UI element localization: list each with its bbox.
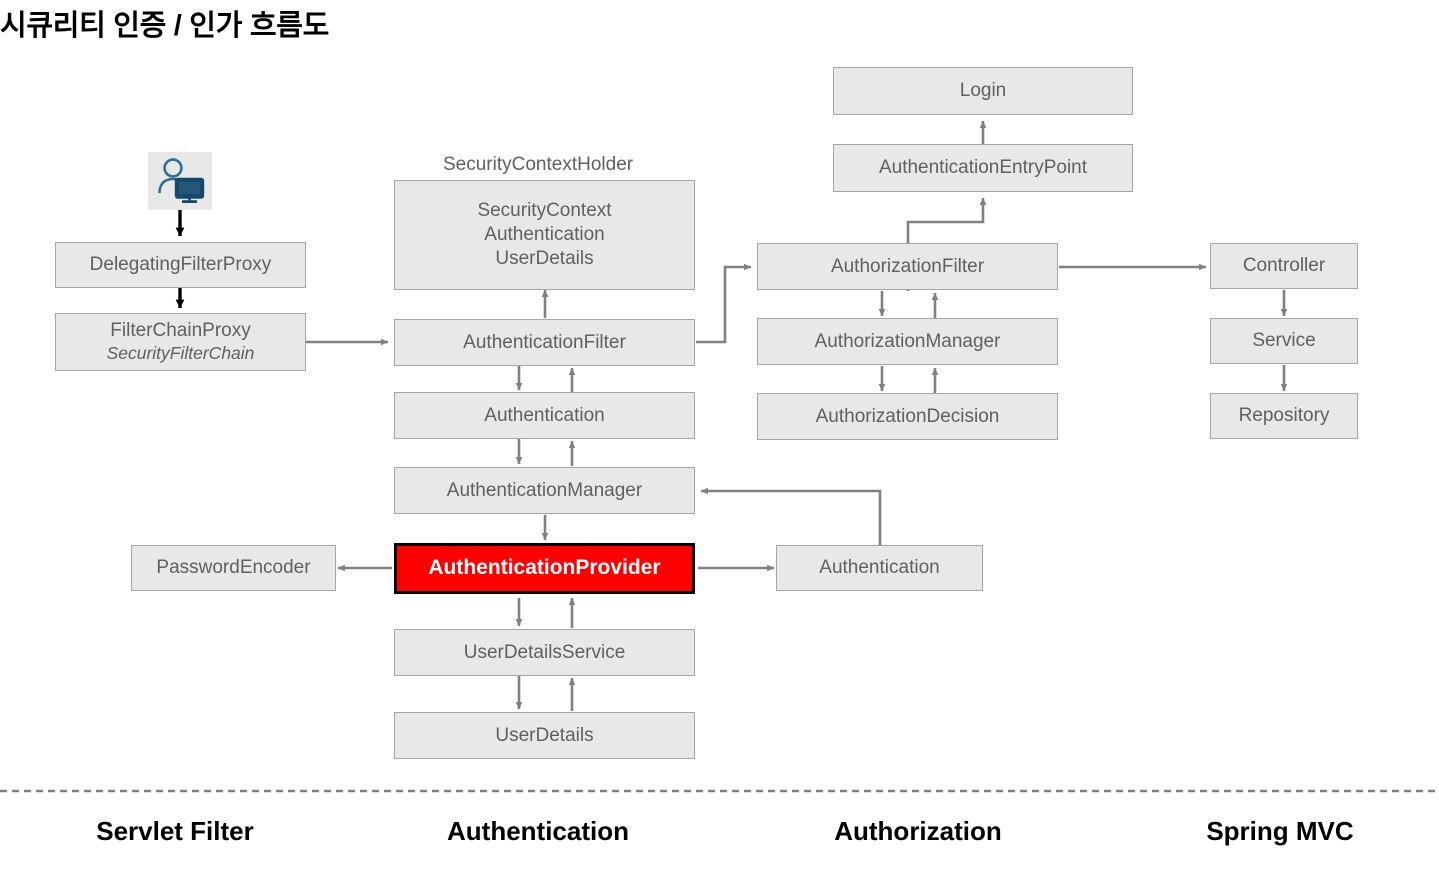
node-authentication-2[interactable]: Authentication bbox=[776, 545, 983, 591]
node-label: AuthenticationProvider bbox=[428, 556, 661, 580]
page-title: 시큐리티 인증 / 인가 흐름도 bbox=[0, 10, 329, 42]
node-user-details-service[interactable]: UserDetailsService bbox=[394, 629, 695, 676]
group-label-security-context-holder: SecurityContextHolder bbox=[443, 154, 634, 175]
node-authentication-provider[interactable]: AuthenticationProvider bbox=[394, 543, 695, 594]
node-authentication-filter[interactable]: AuthenticationFilter bbox=[394, 319, 695, 366]
node-filter-chain-proxy[interactable]: FilterChainProxy SecurityFilterChain bbox=[55, 313, 306, 371]
node-repository[interactable]: Repository bbox=[1210, 393, 1358, 439]
node-login[interactable]: Login bbox=[833, 67, 1133, 115]
security-context-line: UserDetails bbox=[495, 247, 594, 269]
node-label: Login bbox=[959, 80, 1007, 102]
node-authorization-decision[interactable]: AuthorizationDecision bbox=[757, 393, 1058, 440]
node-label: Authentication bbox=[484, 404, 605, 426]
user-at-computer-icon bbox=[158, 158, 205, 203]
node-label: AuthenticationManager bbox=[446, 479, 643, 501]
node-authentication-manager[interactable]: AuthenticationManager bbox=[394, 467, 695, 514]
node-label: Controller bbox=[1242, 255, 1326, 277]
node-label: UserDetailsService bbox=[463, 641, 626, 663]
node-authentication-1[interactable]: Authentication bbox=[394, 392, 695, 439]
node-authentication-entry-point[interactable]: AuthenticationEntryPoint bbox=[833, 144, 1133, 192]
node-label: AuthenticationEntryPoint bbox=[878, 157, 1088, 179]
node-security-context-block[interactable]: SecurityContext Authentication UserDetai… bbox=[394, 180, 695, 290]
node-authorization-filter[interactable]: AuthorizationFilter bbox=[757, 243, 1058, 290]
node-password-encoder[interactable]: PasswordEncoder bbox=[131, 545, 336, 591]
footer-label-authorization: Authorization bbox=[834, 816, 1002, 846]
user-icon-container bbox=[148, 152, 212, 210]
security-context-line: SecurityContext bbox=[477, 200, 612, 222]
node-label: Authentication bbox=[819, 557, 940, 579]
node-service[interactable]: Service bbox=[1210, 318, 1358, 364]
footer-label-spring-mvc: Spring MVC bbox=[1206, 816, 1354, 846]
node-label: AuthorizationDecision bbox=[815, 405, 1000, 427]
node-label: DelegatingFilterProxy bbox=[89, 254, 272, 276]
footer-label-authentication: Authentication bbox=[447, 816, 629, 846]
node-label: AuthenticationFilter bbox=[463, 331, 626, 353]
node-label: AuthorizationManager bbox=[814, 330, 1001, 352]
node-label: FilterChainProxy bbox=[110, 320, 251, 342]
node-sublabel: SecurityFilterChain bbox=[106, 342, 255, 363]
node-delegating-filter-proxy[interactable]: DelegatingFilterProxy bbox=[55, 242, 306, 288]
node-label: Repository bbox=[1238, 405, 1330, 427]
node-label: AuthorizationFilter bbox=[830, 255, 985, 277]
footer-label-servlet-filter: Servlet Filter bbox=[96, 816, 254, 846]
node-user-details[interactable]: UserDetails bbox=[394, 712, 695, 759]
node-controller[interactable]: Controller bbox=[1210, 243, 1358, 289]
node-label: UserDetails bbox=[495, 724, 594, 746]
security-context-line: Authentication bbox=[484, 224, 605, 246]
node-authorization-manager[interactable]: AuthorizationManager bbox=[757, 318, 1058, 365]
node-label: Service bbox=[1252, 330, 1316, 352]
node-label: PasswordEncoder bbox=[156, 557, 311, 579]
